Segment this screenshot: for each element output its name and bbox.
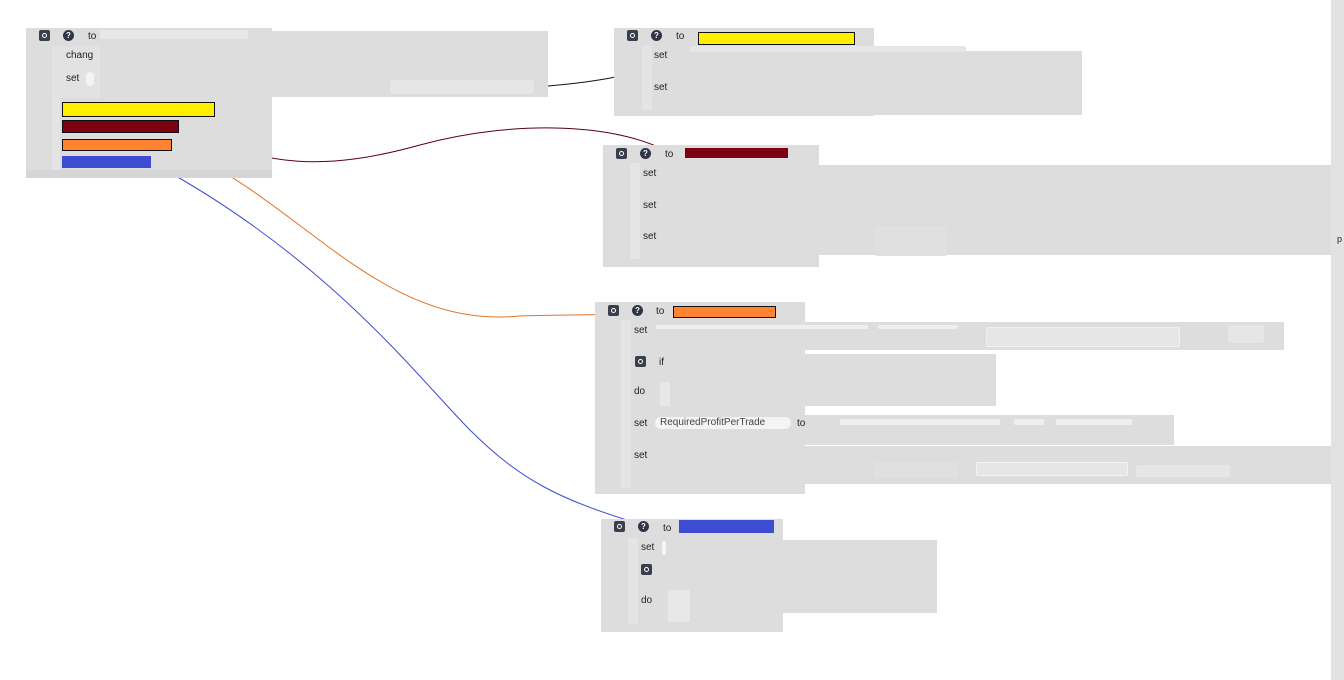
main-header-slot	[100, 30, 248, 39]
maroon-procedure-name[interactable]	[685, 148, 788, 158]
orange-header-label: to	[656, 306, 665, 317]
yellow-row-set-1: set	[654, 50, 668, 61]
vertical-scrollbar[interactable]	[1331, 0, 1344, 680]
yellow-procedure-name[interactable]	[698, 32, 855, 45]
main-block-bottom-bar	[26, 170, 272, 178]
main-row-change-label: chang	[66, 50, 94, 61]
gear-icon[interactable]	[635, 356, 646, 367]
main-row-set-label: set	[66, 73, 80, 84]
orange-row-do: do	[634, 386, 646, 397]
blue-row-set: set	[641, 542, 655, 553]
yellow-row-set-2: set	[654, 82, 668, 93]
orange-set-slot-3	[986, 327, 1180, 347]
yellow-header-label: to	[676, 31, 685, 42]
orange-do-slot	[660, 382, 670, 406]
main-inner-slot	[390, 80, 534, 94]
gear-icon[interactable]	[616, 148, 627, 159]
blue-statement-rail	[628, 538, 638, 624]
gear-icon[interactable]	[608, 305, 619, 316]
maroon-row-set-2: set	[643, 200, 657, 211]
orange-variable-dropdown[interactable]: RequiredProfitPerTrade	[655, 417, 791, 429]
orange-row-if: if	[659, 357, 664, 368]
gear-icon[interactable]	[39, 30, 50, 41]
main-set-value-slot[interactable]	[86, 72, 94, 86]
orange-set-slot-4	[1228, 325, 1264, 343]
orange-set3-slot-1	[874, 462, 958, 478]
orange-set-slot-2	[878, 325, 958, 329]
blue-row-do: do	[641, 595, 653, 606]
maroon-statement-rail	[630, 163, 640, 259]
orange-proc-if-extension	[650, 354, 996, 406]
help-icon[interactable]: ?	[63, 30, 74, 41]
maroon-set-slot	[875, 226, 947, 256]
blue-procedure-name[interactable]	[679, 520, 774, 533]
blue-proc-body-extension	[660, 540, 937, 613]
blue-procedure-ref[interactable]	[62, 156, 151, 168]
orange-set3-slot-3	[1136, 465, 1230, 477]
right-edge-cropped-text: p	[1337, 234, 1343, 244]
maroon-row-set-3: set	[643, 231, 657, 242]
gear-icon[interactable]	[641, 564, 652, 575]
yellow-statement-rail	[642, 46, 652, 110]
orange-procedure-name[interactable]	[673, 306, 776, 318]
orange-procedure-ref[interactable]	[62, 139, 172, 151]
orange-row-set-1: set	[634, 325, 648, 336]
yellow-procedure-ref[interactable]	[62, 102, 215, 117]
maroon-row-set-1: set	[643, 168, 657, 179]
blue-header-label: to	[663, 523, 672, 534]
yellow-proc-body-extension	[650, 51, 1082, 115]
blue-link	[157, 165, 641, 525]
maroon-proc-body-extension	[640, 165, 1332, 255]
blue-set-slot[interactable]	[662, 541, 666, 555]
help-icon[interactable]: ?	[651, 30, 662, 41]
orange-set-slot-1	[656, 325, 868, 329]
orange-variable-to: to	[797, 418, 806, 429]
orange-set2-slot-3	[1056, 419, 1132, 425]
gear-icon[interactable]	[627, 30, 638, 41]
orange-statement-rail	[621, 320, 631, 488]
maroon-procedure-ref[interactable]	[62, 120, 179, 133]
main-header-label: to	[88, 31, 97, 42]
gear-icon[interactable]	[614, 521, 625, 532]
main-left-rail	[52, 98, 60, 170]
orange-row-set-3: set	[634, 450, 648, 461]
orange-set3-slot-2	[976, 462, 1128, 476]
help-icon[interactable]: ?	[632, 305, 643, 316]
help-icon[interactable]: ?	[640, 148, 651, 159]
blue-do-slot	[668, 590, 690, 622]
orange-variable-name: RequiredProfitPerTrade	[660, 417, 766, 428]
orange-row-set-2: set	[634, 418, 648, 429]
orange-set2-slot-1	[840, 419, 1000, 425]
orange-set2-slot-2	[1014, 419, 1044, 425]
yellow-set-slot	[690, 46, 966, 52]
maroon-header-label: to	[665, 149, 674, 160]
help-icon[interactable]: ?	[638, 521, 649, 532]
